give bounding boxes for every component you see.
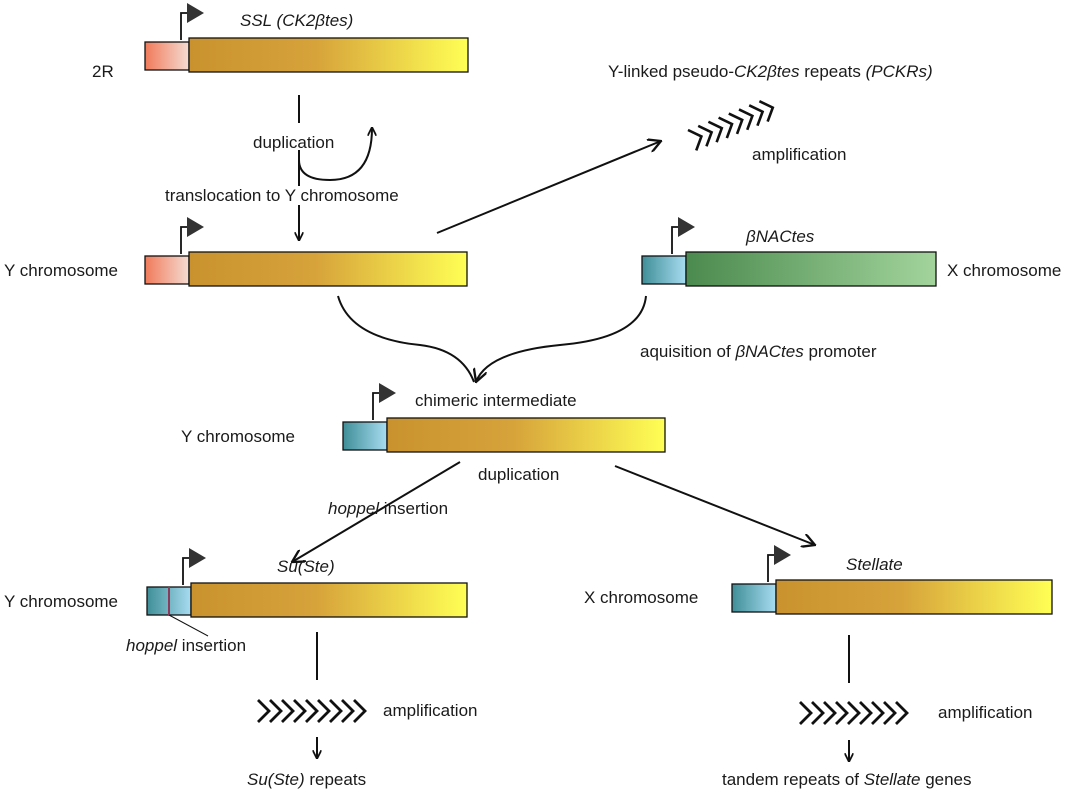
- stellate-repeat-chevrons-icon: [799, 701, 909, 725]
- acquisition-label: aquisition of βNACtes promoter: [640, 342, 877, 361]
- y-chromosome-label-3: Y chromosome: [4, 592, 118, 611]
- y-chromosome-gene-construct: [144, 217, 468, 287]
- stellate-coding-region: [775, 579, 1053, 615]
- arrow-to-stellate: [614, 465, 815, 545]
- hoppel-pointer-line: [168, 614, 209, 637]
- arrow-to-pckrs: [436, 141, 661, 234]
- bnactes-gene-construct: [641, 217, 937, 287]
- ssl-gene-construct: [144, 3, 469, 73]
- duplication-top-label: duplication: [253, 133, 334, 152]
- chimeric-coding-region: [386, 417, 666, 453]
- pckr-repeat-chevrons-icon: [687, 99, 775, 151]
- bnactes-promoter-flag-icon: [671, 217, 695, 254]
- duplication-mid-label: duplication: [478, 465, 559, 484]
- duplication-translocation-arrows: [299, 95, 372, 240]
- suste-repeat-chevrons-icon: [257, 699, 367, 723]
- ssl-promoter-region: [144, 41, 190, 71]
- amplification-top-label: amplification: [752, 145, 847, 164]
- chimeric-label: chimeric intermediate: [415, 391, 577, 410]
- ssl-promoter-flag-icon: [180, 3, 204, 40]
- y-chromosome-label-1: Y chromosome: [4, 261, 118, 280]
- ssl-gene-label: SSL (CK2βtes): [240, 11, 353, 30]
- hoppel-insertion-label-2: hoppel insertion: [126, 636, 246, 655]
- arrow-to-suste: [292, 461, 461, 562]
- tandem-repeats-label: tandem repeats of Stellate genes: [722, 770, 972, 789]
- hoppel-insertion-label: hoppel insertion: [328, 499, 448, 518]
- chr-2r-label: 2R: [92, 62, 114, 81]
- chimeric-gene-construct: [342, 383, 666, 453]
- amplification-left-label: amplification: [383, 701, 478, 720]
- stellate-gene-label: Stellate: [846, 555, 903, 574]
- suste-coding-region: [190, 582, 468, 618]
- x-chromosome-label-1: X chromosome: [947, 261, 1061, 280]
- suste-gene-construct: [146, 548, 468, 637]
- stellate-gene-construct: [731, 545, 1053, 615]
- merge-arrows: [337, 295, 647, 382]
- suste-repeats-label: Su(Ste) repeats: [247, 770, 366, 789]
- chimeric-promoter-flag-icon: [372, 383, 396, 420]
- y-coding-region: [188, 251, 468, 287]
- ssl-coding-region: [188, 37, 469, 73]
- y-promoter-region: [144, 255, 190, 285]
- y-promoter-flag-icon: [180, 217, 204, 254]
- amplification-right-label: amplification: [938, 703, 1033, 722]
- y-chromosome-label-2: Y chromosome: [181, 427, 295, 446]
- pckr-label: Y-linked pseudo-CK2βtes repeats (PCKRs): [608, 62, 933, 81]
- x-chromosome-label-2: X chromosome: [584, 588, 698, 607]
- bnactes-promoter-region: [641, 255, 687, 285]
- bnactes-coding-region: [685, 251, 937, 287]
- suste-promoter-flag-icon: [182, 548, 206, 585]
- stellate-promoter-region: [731, 583, 777, 613]
- chimeric-promoter-region: [342, 421, 388, 451]
- suste-gene-label: Su(Ste): [277, 557, 335, 576]
- bnactes-gene-label: βNACtes: [745, 227, 815, 246]
- stellate-promoter-flag-icon: [767, 545, 791, 582]
- translocation-label: translocation to Y chromosome: [165, 186, 399, 205]
